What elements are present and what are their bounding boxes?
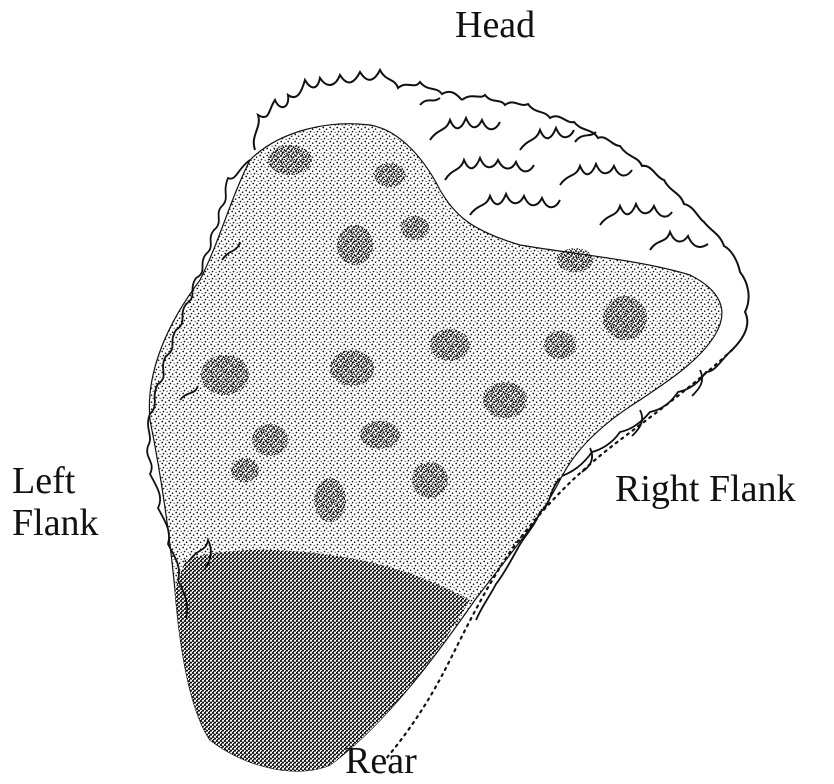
- head-label: Head: [455, 4, 535, 46]
- rear-dense-area: [175, 550, 470, 771]
- left-flank-label-line1: Left: [12, 460, 99, 502]
- rear-label: Rear: [345, 740, 417, 782]
- left-flank-label-line2: Flank: [12, 502, 99, 544]
- left-flank-label: Left Flank: [12, 460, 99, 544]
- right-flank-label: Right Flank: [615, 468, 796, 510]
